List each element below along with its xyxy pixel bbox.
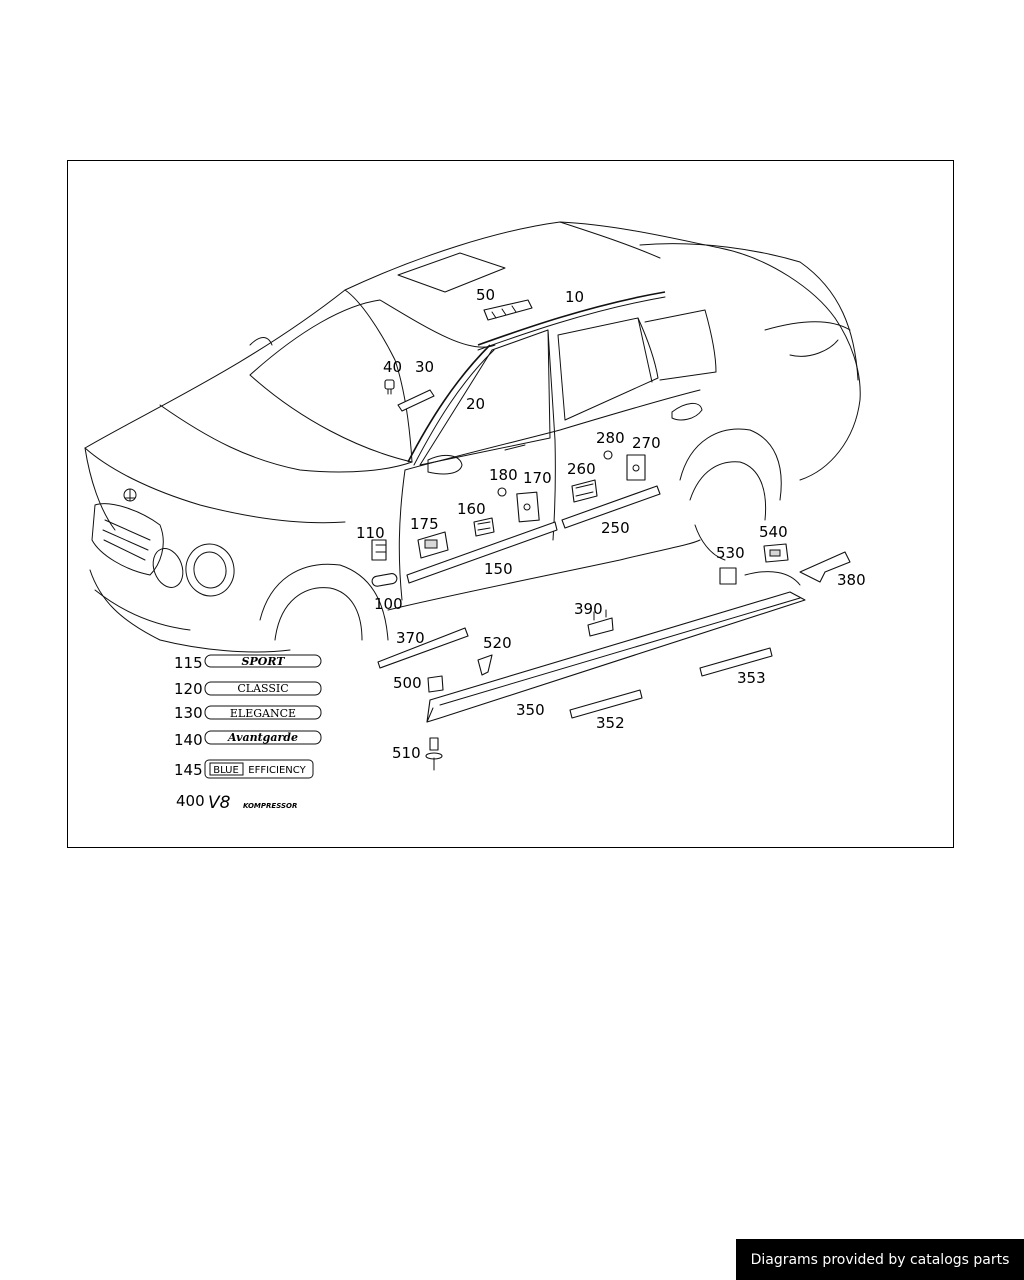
badge-avantgarde-text: Avantgarde — [227, 731, 298, 744]
callout-150: 150 — [484, 560, 513, 578]
badge-sport: SPORT — [204, 654, 322, 668]
strip-370 — [377, 627, 469, 669]
callout-180: 180 — [489, 466, 518, 484]
clip-390 — [587, 609, 614, 637]
badge-classic-text: CLASSIC — [237, 682, 288, 695]
diagram-frame — [67, 160, 954, 848]
screw-180 — [497, 487, 507, 497]
callout-250: 250 — [601, 519, 630, 537]
callout-40: 40 — [383, 358, 402, 376]
screw-280 — [603, 450, 613, 460]
callout-280: 280 — [596, 429, 625, 447]
nut-500 — [427, 675, 444, 693]
side-skirt-350 — [426, 591, 806, 723]
bolt-510 — [425, 737, 443, 771]
clip-110 — [371, 539, 387, 561]
pointer-arrow — [744, 571, 801, 586]
clip-50 — [483, 299, 533, 321]
callout-115: 115 — [174, 654, 203, 672]
bracket-30 — [397, 389, 435, 412]
badge-blue-text: BLUE — [213, 765, 239, 776]
door-molding-150 — [406, 521, 558, 584]
badge-efficiency-text: EFFICIENCY — [248, 765, 306, 776]
callout-400: 400 — [176, 792, 205, 810]
callout-380: 380 — [837, 571, 866, 589]
badge-kompressor-text: KOMPRESSOR — [243, 802, 297, 810]
badge-v8-text: V8 — [208, 793, 231, 813]
clip-530 — [719, 567, 737, 585]
callout-352: 352 — [596, 714, 625, 732]
callout-540: 540 — [759, 523, 788, 541]
callout-353: 353 — [737, 669, 766, 687]
bracket-380 — [799, 551, 851, 583]
trim-352 — [569, 689, 643, 719]
callout-390: 390 — [574, 600, 603, 618]
trim-100 — [371, 573, 398, 587]
callout-120: 120 — [174, 680, 203, 698]
roof-strip-10 — [477, 291, 666, 351]
callout-270: 270 — [632, 434, 661, 452]
callout-20: 20 — [466, 395, 485, 413]
callout-10: 10 — [565, 288, 584, 306]
callout-140: 140 — [174, 731, 203, 749]
badge-blue-efficiency: BLUE EFFICIENCY — [204, 759, 314, 779]
footer-banner: Diagrams provided by catalogs parts — [736, 1239, 1024, 1280]
clip-175 — [417, 531, 449, 559]
trim-353 — [699, 647, 773, 677]
clip-40 — [384, 379, 395, 395]
callout-170: 170 — [523, 469, 552, 487]
badge-avantgarde: Avantgarde — [204, 730, 322, 745]
callout-160: 160 — [457, 500, 486, 518]
callout-260: 260 — [567, 460, 596, 478]
callout-30: 30 — [415, 358, 434, 376]
clip-260 — [571, 479, 598, 503]
badge-v8-kompressor: V8 KOMPRESSOR — [208, 793, 297, 813]
a-pillar-strip-20 — [407, 344, 495, 466]
badge-classic: CLASSIC — [204, 681, 322, 696]
callout-50: 50 — [476, 286, 495, 304]
callout-530: 530 — [716, 544, 745, 562]
badge-elegance-text: ELEGANCE — [230, 707, 296, 720]
callout-145: 145 — [174, 761, 203, 779]
clip-540 — [763, 543, 789, 563]
callout-100: 100 — [374, 595, 403, 613]
footer-credit-text: Diagrams provided by catalogs parts — [750, 1251, 1010, 1268]
callout-130: 130 — [174, 704, 203, 722]
callout-500: 500 — [393, 674, 422, 692]
callout-350: 350 — [516, 701, 545, 719]
badge-elegance: ELEGANCE — [204, 705, 322, 720]
clip-160 — [473, 517, 495, 537]
callout-175: 175 — [410, 515, 439, 533]
callout-110: 110 — [356, 524, 385, 542]
callout-510: 510 — [392, 744, 421, 762]
callout-370: 370 — [396, 629, 425, 647]
callout-labels: 10 20 30 40 50 100 110 115 120 130 140 1… — [174, 286, 866, 810]
plate-170 — [516, 491, 540, 523]
callout-520: 520 — [483, 634, 512, 652]
clip-520 — [477, 654, 493, 676]
car-outline — [84, 221, 861, 653]
rear-door-molding-250 — [561, 485, 661, 529]
clip-270 — [626, 454, 646, 481]
badge-sport-text: SPORT — [242, 655, 286, 668]
